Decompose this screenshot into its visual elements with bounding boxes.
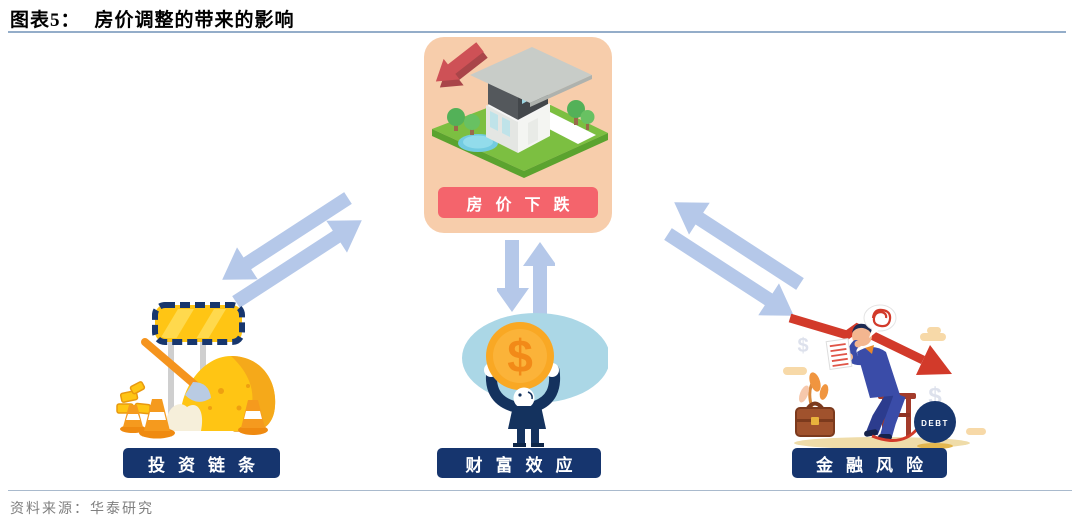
financial-risk-label: 金融风险 <box>792 448 947 478</box>
briefcase-icon <box>795 401 835 437</box>
coin-dollar-symbol: $ <box>507 330 533 382</box>
dollar-coin-icon: $ <box>486 322 554 390</box>
investment-chain-icon <box>116 302 276 439</box>
document-icon <box>825 338 853 370</box>
wealth-effect-icon: $ <box>462 313 608 447</box>
double-arrow-house-risk <box>664 202 804 316</box>
footer-divider <box>8 490 1072 491</box>
source-note: 资料来源：华泰研究 <box>10 502 154 517</box>
figure-title-text: 房价调整的带来的影响 <box>94 10 295 31</box>
dollar-watermark: $ <box>797 335 808 357</box>
figure-number: 图表5： <box>10 10 81 31</box>
red-down-arrow-icon <box>435 42 488 88</box>
financial-risk-icon: $ $ <box>783 304 986 449</box>
double-arrow-house-investment <box>222 192 362 308</box>
debt-ball-icon: DEBT <box>871 401 956 443</box>
figure-title: 图表5： 房价调整的带来的影响 <box>10 5 295 32</box>
dizzy-speech-bubble-icon <box>863 304 897 338</box>
debt-ball-label: DEBT <box>921 419 949 428</box>
cloud-icon <box>783 327 986 435</box>
wealth-effect-label: 财富效应 <box>437 448 601 478</box>
falling-chart-arrow-icon <box>788 313 952 375</box>
investment-chain-label: 投资链条 <box>123 448 280 478</box>
double-arrow-house-wealth <box>497 240 555 314</box>
isometric-house-icon <box>432 42 608 178</box>
shovel-icon <box>141 338 205 394</box>
title-divider <box>8 31 1066 33</box>
traffic-cone-icon <box>120 399 268 439</box>
house-price-decline-label: 房价下跌 <box>438 187 598 218</box>
node-house-price-decline: 房价下跌 <box>424 37 612 233</box>
worried-man-icon <box>825 323 906 440</box>
